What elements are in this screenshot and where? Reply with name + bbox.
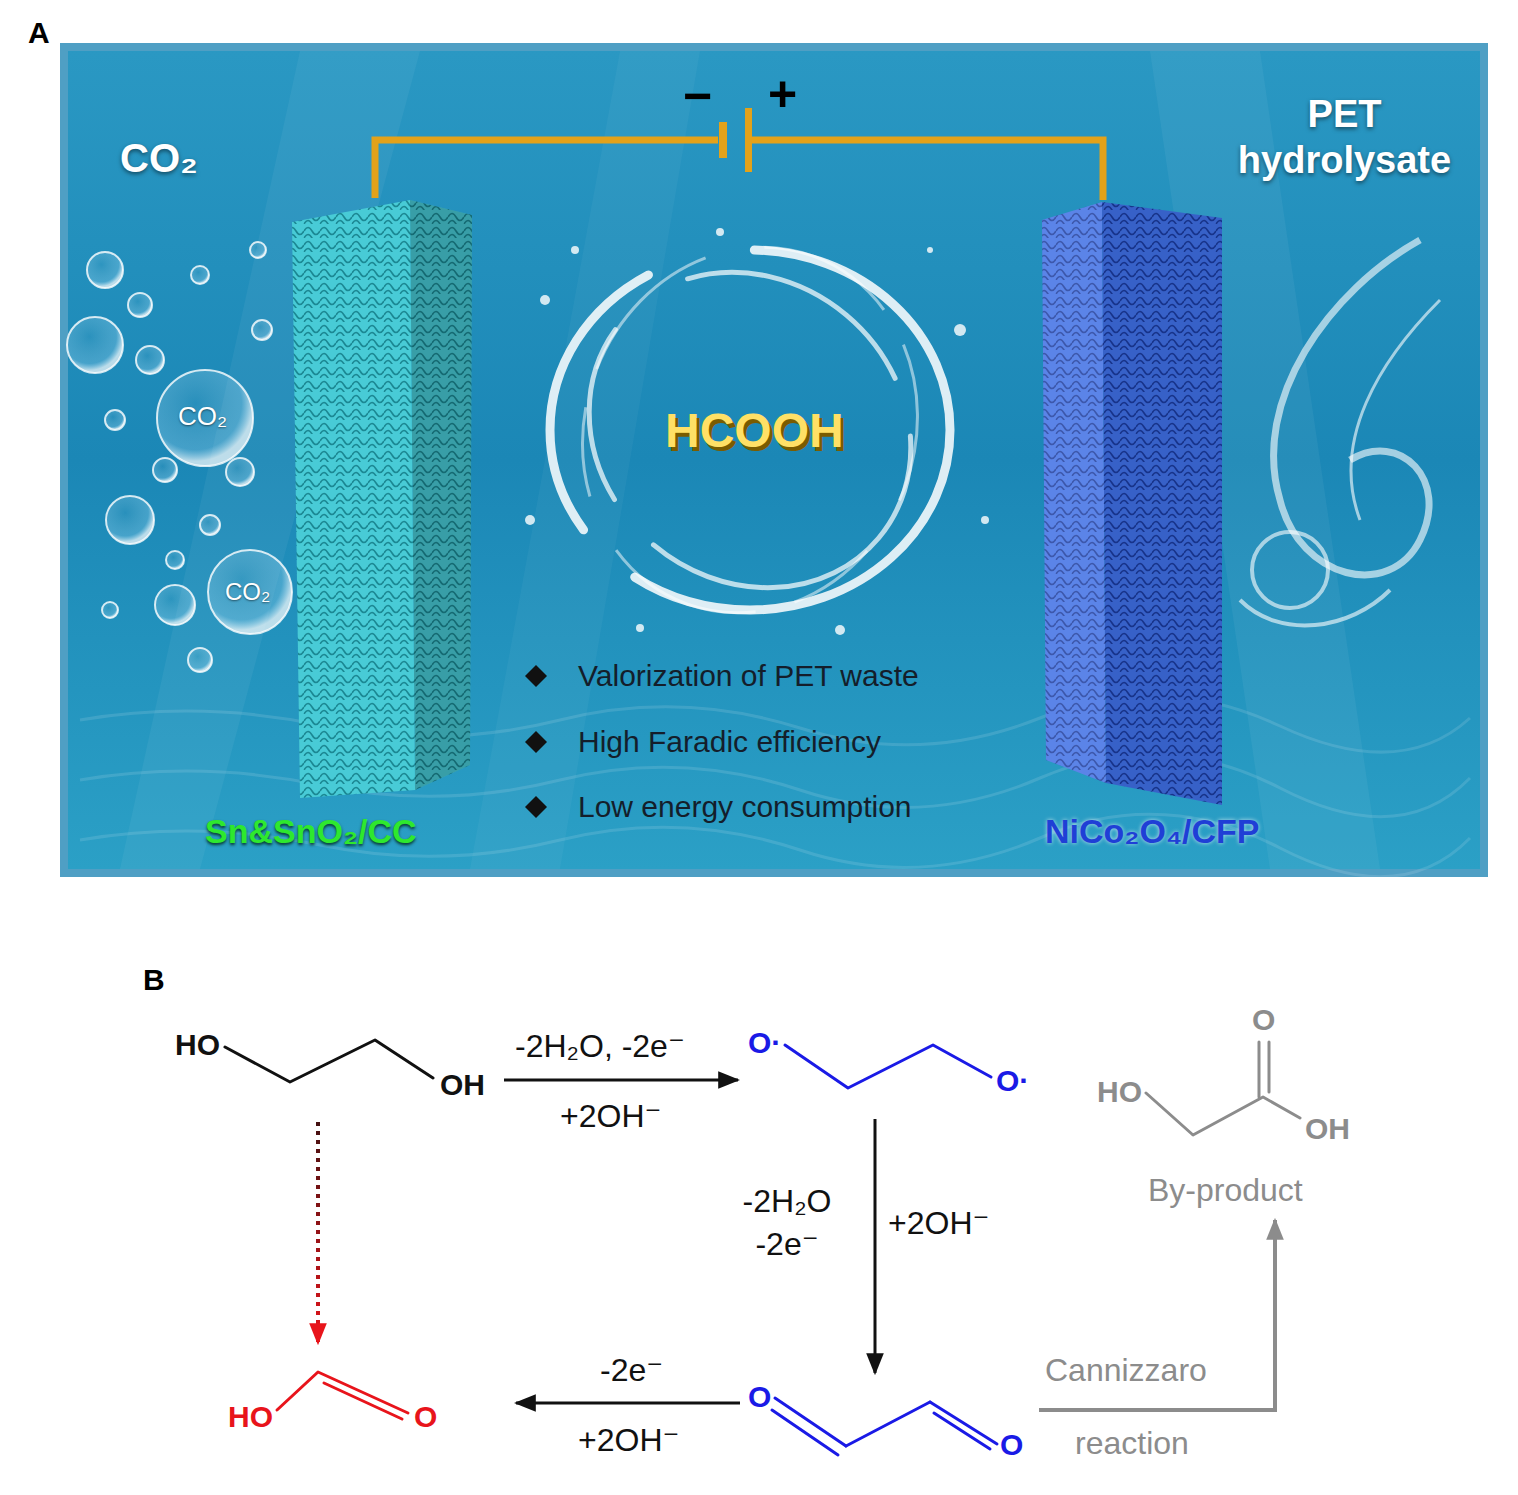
panel-a-background bbox=[60, 43, 1488, 877]
glycolic-acid: O HO OHBy-product bbox=[1090, 998, 1380, 1216]
atom-label: OH bbox=[1305, 1112, 1350, 1147]
bullet-text: Valorization of PET waste bbox=[578, 659, 919, 694]
co2-bubbles bbox=[67, 242, 292, 672]
cathode-slab bbox=[292, 200, 472, 798]
chemical-bonds bbox=[225, 1040, 1300, 1455]
atom-label: O bbox=[748, 1380, 771, 1415]
panel-letter: B bbox=[143, 963, 165, 998]
water-drops bbox=[525, 228, 989, 635]
bullet-text: Low energy consumption bbox=[578, 790, 912, 825]
circuit-wire bbox=[375, 140, 1103, 200]
arrow-label: +2OH⁻ bbox=[888, 1205, 989, 1242]
gas-label: CO₂ bbox=[120, 135, 198, 181]
bullet-diamonds bbox=[525, 665, 547, 818]
anode-electrode: NiCo₂O₄/CFP bbox=[1040, 200, 1225, 805]
arrow-label: +2OH⁻ bbox=[578, 1422, 679, 1459]
side-reaction-arrow bbox=[1039, 1220, 1275, 1410]
direct-route-arrow bbox=[316, 1122, 320, 1343]
atom-label: O· bbox=[748, 1026, 781, 1061]
reaction-arrow bbox=[516, 1402, 740, 1405]
panel-letter: A bbox=[28, 16, 50, 51]
atom-label: HO bbox=[1097, 1075, 1142, 1110]
bullet-text: High Faradic efficiency bbox=[578, 725, 881, 760]
atom-label: O bbox=[414, 1400, 437, 1435]
bubble-label: CO₂ bbox=[178, 402, 227, 432]
ethylene-glycol: HO OH bbox=[168, 1022, 498, 1114]
electrode-label: Sn&SnO₂/CC bbox=[205, 812, 417, 851]
atom-label: O bbox=[1000, 1428, 1023, 1463]
bubble-label: CO₂ bbox=[225, 578, 270, 606]
cathode-electrode: Sn&SnO₂/CC bbox=[290, 198, 475, 798]
water-swirl bbox=[525, 200, 975, 661]
edge-label: -2e⁻ bbox=[600, 1352, 663, 1389]
glyoxal: OO bbox=[742, 1375, 1037, 1470]
atom-label: O bbox=[1252, 1003, 1275, 1038]
reaction-arrow bbox=[504, 1079, 738, 1082]
alkoxy-radical: O· O· bbox=[740, 1020, 1040, 1115]
edge-label: -2H₂O -2e⁻ bbox=[722, 1180, 852, 1266]
anode-slab bbox=[1042, 202, 1222, 805]
compound-caption: By-product bbox=[1148, 1172, 1303, 1209]
electrode-label: NiCo₂O₄/CFP bbox=[1045, 812, 1260, 851]
atom-label: HO bbox=[228, 1400, 273, 1435]
edge-label: Cannizzaro bbox=[1045, 1352, 1207, 1389]
arrow-label: +2OH⁻ bbox=[560, 1098, 661, 1135]
arrow-label: reaction bbox=[1075, 1425, 1189, 1462]
atom-label: OH bbox=[440, 1068, 485, 1103]
reaction-arrow bbox=[874, 1119, 877, 1373]
formic-acid: HO O bbox=[222, 1345, 512, 1455]
atom-label: HO bbox=[175, 1028, 220, 1063]
edge-label: -2H₂O, -2e⁻ bbox=[515, 1028, 685, 1065]
battery-sign: + bbox=[768, 66, 797, 124]
battery-plates bbox=[719, 108, 752, 172]
water-splash bbox=[1240, 240, 1440, 625]
battery-sign: − bbox=[683, 68, 712, 126]
product-label: HCOOH bbox=[665, 403, 844, 458]
atom-label: O· bbox=[996, 1064, 1029, 1099]
feed-label: PET hydrolysate bbox=[1212, 92, 1477, 183]
